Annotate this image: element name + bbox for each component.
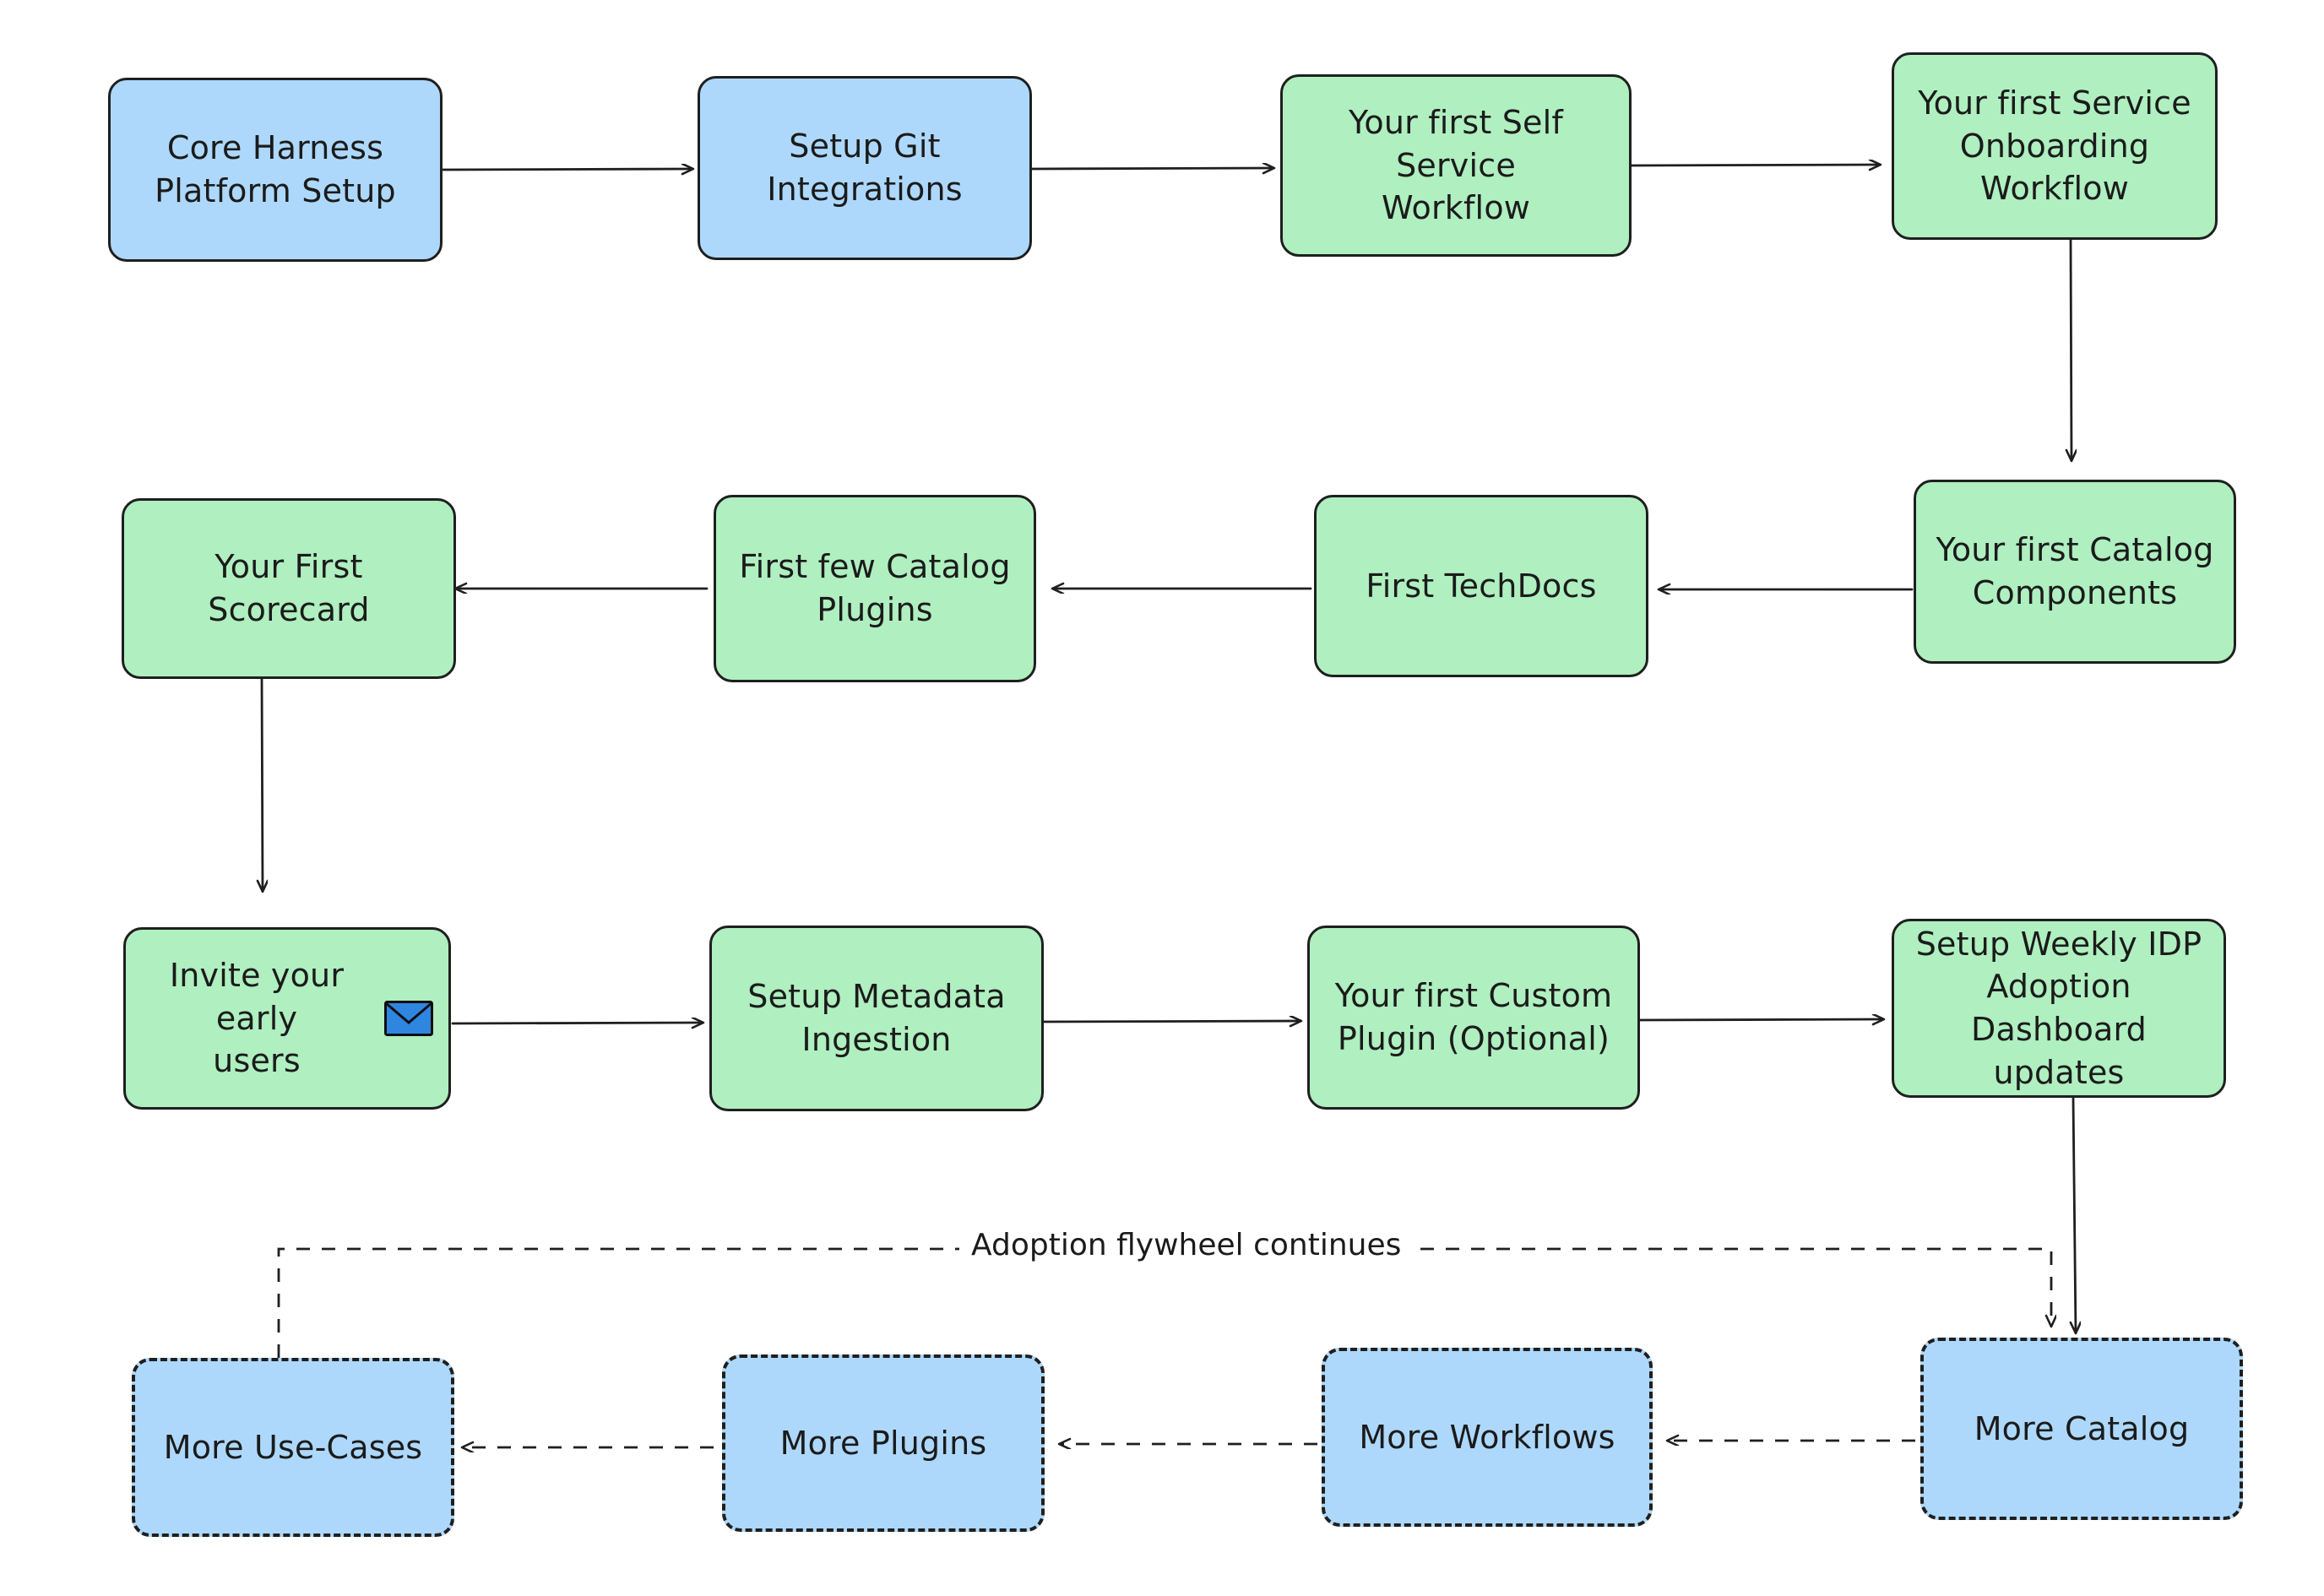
edge-core-to-git — [441, 169, 692, 170]
edge-selfservice-to-onboarding — [1630, 165, 1880, 166]
node-label: First TechDocs — [1366, 567, 1597, 605]
node-more-workflows[interactable]: More Workflows — [1322, 1348, 1653, 1527]
edge-git-to-selfservice — [1030, 168, 1273, 169]
edge-metadata-to-customplugin — [1041, 1021, 1300, 1022]
node-more-plugins[interactable]: More Plugins — [722, 1354, 1045, 1532]
edge-weekly-to-morecatalog — [2073, 1096, 2076, 1333]
node-label: Your First Scorecard — [208, 548, 370, 628]
edge-label-adoption-flywheel-continues: Adoption flywheel continues — [959, 1226, 1414, 1264]
node-more-catalog[interactable]: More Catalog — [1920, 1338, 2243, 1520]
edge-moreusecases-loop-to-morecatalog — [277, 1247, 2051, 1358]
node-your-first-scorecard[interactable]: Your First Scorecard — [122, 498, 456, 679]
edge-onboarding-to-catalogcomponents — [2071, 238, 2072, 460]
node-more-use-cases[interactable]: More Use-Cases — [132, 1358, 454, 1537]
edge-customplugin-to-weekly — [1637, 1019, 1883, 1020]
edge-scorecard-to-invite — [262, 676, 263, 891]
node-label: More Catalog — [1974, 1409, 2190, 1447]
node-first-techdocs[interactable]: First TechDocs — [1314, 495, 1648, 677]
node-label: More Plugins — [779, 1424, 987, 1462]
edge-label-text: Adoption flywheel continues — [971, 1228, 1402, 1262]
node-label: More Use-Cases — [163, 1428, 423, 1466]
node-label: More Workflows — [1359, 1418, 1615, 1456]
envelope-icon — [384, 1001, 433, 1036]
